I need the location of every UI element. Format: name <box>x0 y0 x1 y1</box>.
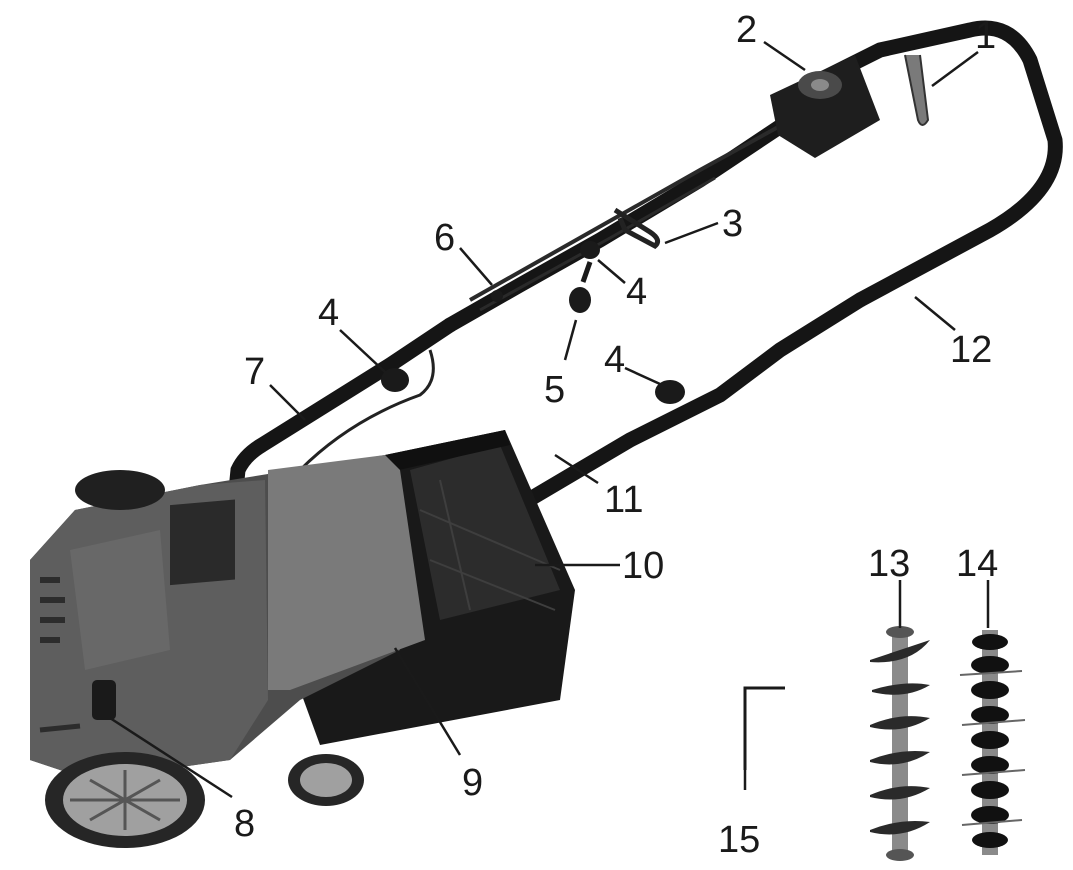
handle-bolt <box>491 290 503 302</box>
power-cable <box>298 349 435 472</box>
front-wheel <box>288 754 364 806</box>
handle-knob <box>381 241 685 404</box>
cable-hook <box>904 54 930 126</box>
callout-4-left: 4 <box>318 292 339 334</box>
callout-8: 8 <box>234 803 255 845</box>
callout-3: 3 <box>722 203 743 245</box>
scarifier-roller <box>870 626 930 861</box>
aerator-roller <box>959 630 1026 855</box>
allen-key <box>743 686 785 770</box>
callout-9: 9 <box>462 762 483 804</box>
callout-12: 12 <box>950 329 992 371</box>
rear-flap <box>268 455 425 690</box>
leader-lines <box>109 40 990 799</box>
callout-14: 14 <box>956 543 998 585</box>
callout-1: 1 <box>975 15 996 57</box>
height-adjustment-knob <box>39 680 116 733</box>
cable-clip <box>569 261 593 313</box>
callout-11: 11 <box>604 479 643 521</box>
callout-7: 7 <box>244 351 265 393</box>
upper-handle <box>442 20 1063 333</box>
bag-frame <box>385 430 510 472</box>
safety-lever <box>613 207 661 250</box>
callout-15: 15 <box>718 819 760 861</box>
rear-wheel <box>45 752 205 848</box>
callout-4-center: 4 <box>626 271 647 313</box>
switch-box <box>770 55 880 158</box>
callout-4-right: 4 <box>604 339 625 381</box>
callout-2: 2 <box>736 9 757 51</box>
callout-labels: 1 2 3 4 4 4 5 6 7 8 9 10 11 12 13 14 15 <box>234 9 998 861</box>
rear-wheel-top <box>75 470 165 510</box>
callout-6: 6 <box>434 217 455 259</box>
callout-10: 10 <box>622 545 664 587</box>
callout-13: 13 <box>868 543 910 585</box>
mower-housing <box>30 455 400 780</box>
callout-5: 5 <box>544 369 565 411</box>
